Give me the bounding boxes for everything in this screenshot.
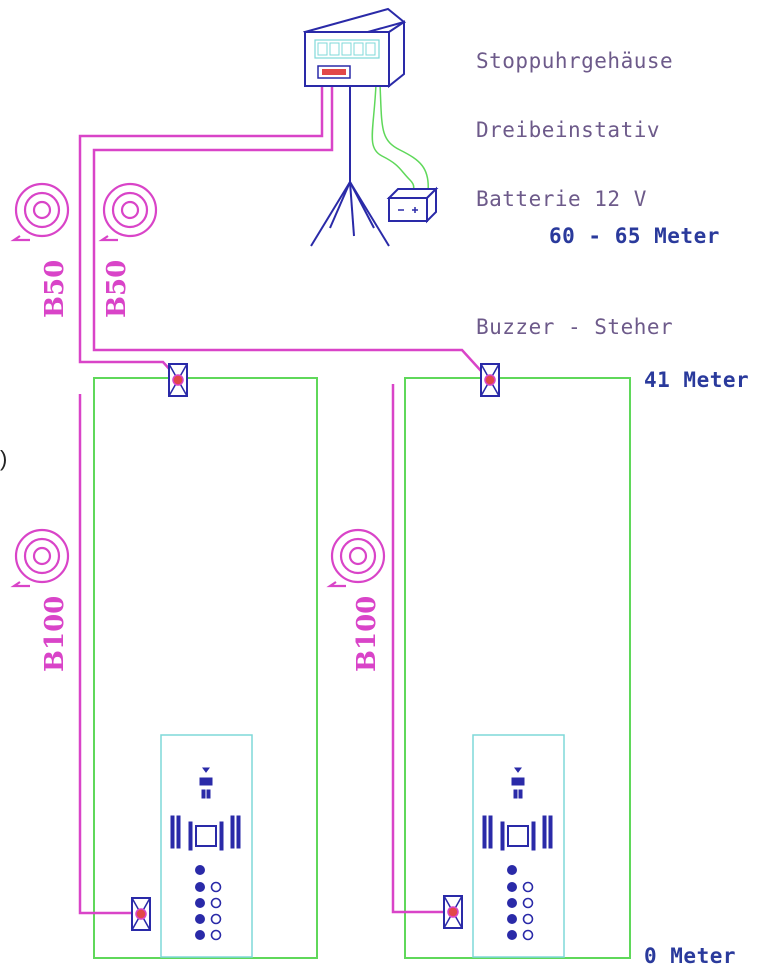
label-b100-right: B100 <box>352 595 382 672</box>
label-b50-right: B50 <box>102 259 132 318</box>
cable-b100-left <box>78 394 132 915</box>
lane-left <box>93 377 318 959</box>
label-housing: Stoppuhrgehäuse <box>476 49 674 73</box>
buzzer-bottom-right <box>443 895 463 929</box>
lane-right <box>404 377 631 959</box>
buzzer-bottom-left <box>131 897 151 931</box>
cable-reel-icon <box>98 182 158 242</box>
battery-wires <box>371 83 429 193</box>
label-0-meter: 0 Meter <box>644 944 737 968</box>
cable-reel-icon <box>10 528 70 588</box>
stray-parenthesis: ) <box>0 446 8 471</box>
label-tripod: Dreibeinstativ <box>476 118 661 142</box>
battery <box>386 186 439 224</box>
start-zone-right <box>472 734 565 958</box>
tripod <box>310 86 390 247</box>
start-zone-left <box>160 734 253 958</box>
label-buzzer: Buzzer - Steher <box>476 315 674 339</box>
label-b50-left: B50 <box>40 259 70 318</box>
label-distance-range: 60 - 65 Meter <box>549 224 720 248</box>
label-b100-left: B100 <box>40 595 70 672</box>
label-battery: Batterie 12 V <box>476 187 647 211</box>
buzzer-top-right <box>480 363 500 397</box>
start-block-left <box>170 767 241 941</box>
cable-b50 <box>78 84 483 373</box>
buzzer-top-left <box>168 363 188 397</box>
label-41-meter: 41 Meter <box>644 368 750 392</box>
cable-b100-right <box>391 384 444 914</box>
cable-reel-icon <box>10 182 70 242</box>
cable-reel-icon <box>326 528 386 588</box>
start-block-right <box>482 767 553 941</box>
stopwatch-housing <box>302 7 407 89</box>
